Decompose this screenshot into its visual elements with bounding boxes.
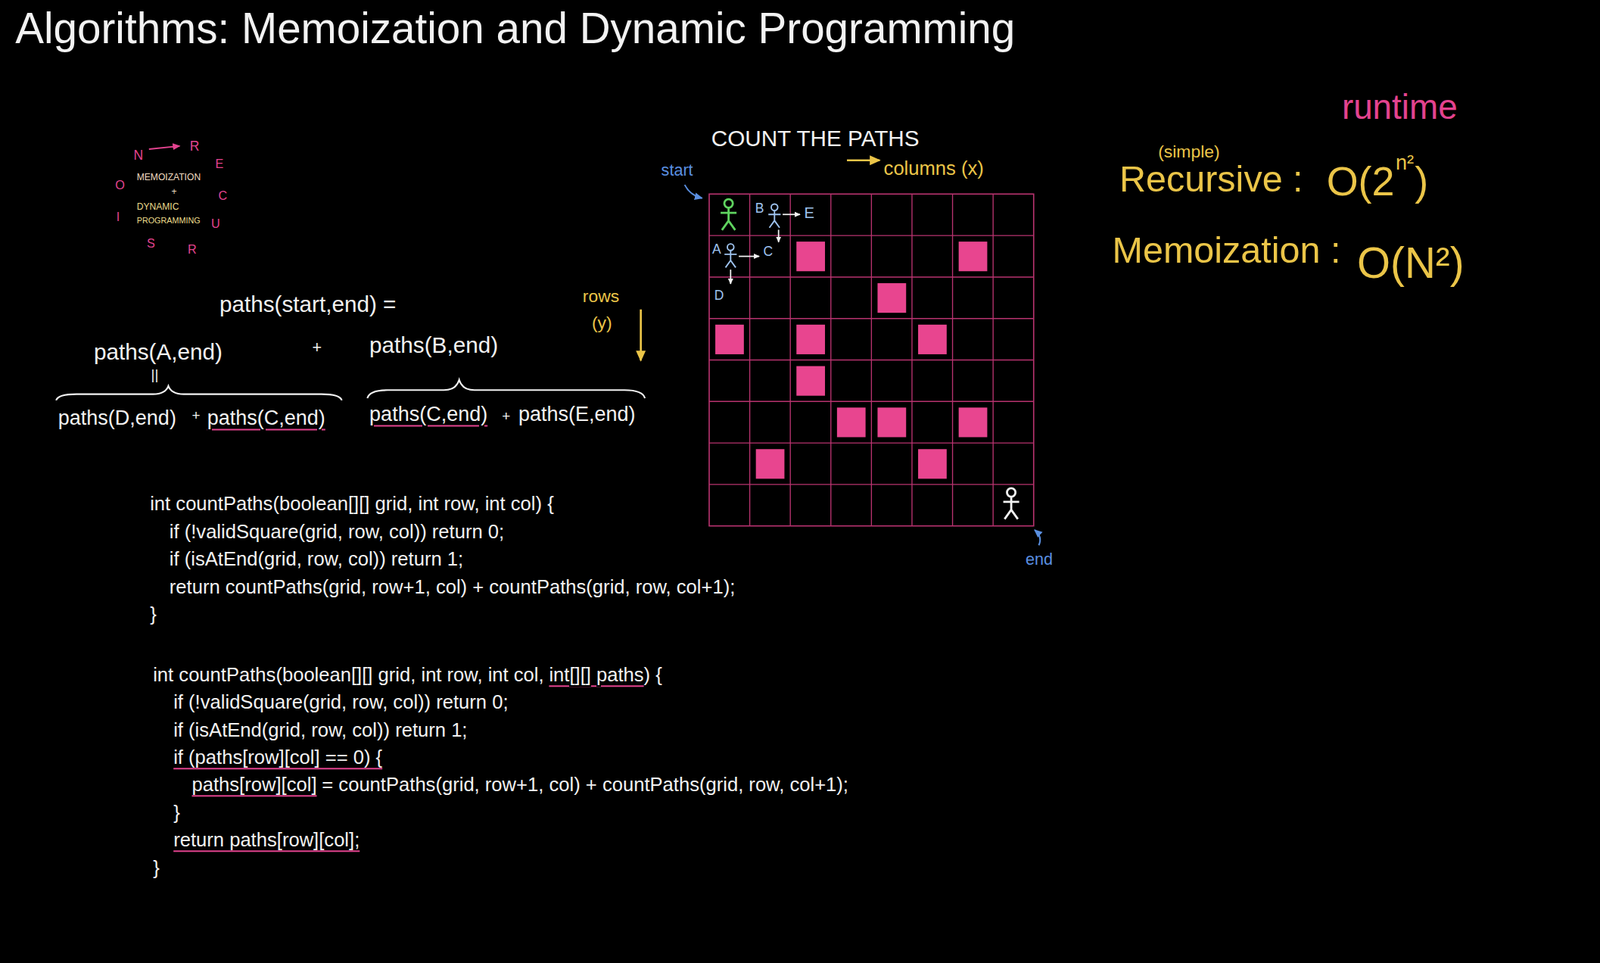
blocked-cell	[796, 366, 825, 396]
formula-text: +	[501, 407, 511, 425]
complexity-text: )	[1414, 158, 1429, 206]
code-line: }	[152, 856, 160, 879]
cell-letter: A	[712, 241, 722, 257]
logo-text: MEMOIZATION	[136, 172, 201, 184]
brace	[56, 385, 343, 401]
figure-body	[1003, 496, 1020, 519]
stick-figure	[724, 243, 737, 268]
figure-head	[1006, 488, 1015, 497]
blocked-cell	[756, 448, 785, 479]
brace	[367, 379, 645, 399]
formula-text: paths(E,end)	[518, 402, 636, 427]
grid-lines	[709, 193, 1034, 526]
stick-figure	[1003, 488, 1020, 520]
code-line: = countPaths(grid, row+1, col) + countPa…	[321, 774, 849, 797]
logo-text: PROGRAMMING	[136, 215, 201, 225]
code-line: if (!validSquare(grid, row, col)) return…	[173, 691, 508, 713]
axis-label: rows	[582, 286, 620, 306]
cell-letter: E	[803, 204, 814, 222]
figure-head	[724, 199, 733, 208]
code-line: if (paths[row][col] == 0) {	[173, 746, 383, 769]
code-line: if (isAtEnd(grid, row, col)) return 1;	[173, 719, 467, 741]
figure-head	[771, 204, 779, 212]
grid-title: COUNT THE PATHS	[711, 125, 920, 152]
move-arrow	[782, 213, 800, 215]
complexity-text: O(N²)	[1357, 238, 1464, 288]
complexity-text: Memoization :	[1112, 229, 1342, 272]
stick-figure	[720, 199, 737, 231]
logo-letter: I	[116, 209, 121, 225]
complexity-text: O(2	[1326, 158, 1395, 206]
logo-text: +	[171, 186, 178, 198]
cell-letter: B	[755, 200, 765, 216]
end-arrow	[1034, 529, 1040, 545]
code-line: if (!validSquare(grid, row, col)) return…	[169, 520, 505, 543]
logo-letter: O	[115, 177, 125, 193]
formula-text: paths(C,end)	[207, 406, 326, 430]
title: Algorithms: Memoization and Dynamic Prog…	[15, 3, 1015, 53]
formula-text: paths(B,end)	[369, 332, 499, 358]
start-label: start	[661, 161, 694, 181]
formula-text: +	[192, 407, 201, 424]
logo-letter: C	[218, 187, 228, 203]
logo-letter: S	[146, 236, 156, 251]
code-line: paths[row][col]	[192, 774, 318, 797]
figure-body	[724, 250, 737, 268]
move-arrow	[778, 229, 780, 242]
logo-letter: R	[187, 242, 197, 257]
blocked-cell	[796, 241, 825, 271]
blocked-cell	[837, 407, 866, 437]
formula-text: paths(D,end)	[58, 406, 177, 430]
code-line: }	[149, 603, 157, 626]
move-arrow	[738, 255, 760, 258]
code-line: int countPaths(boolean[][] grid, int row…	[152, 663, 544, 686]
grid-border	[709, 193, 1034, 526]
complexity-text: n²	[1395, 151, 1414, 175]
start-arrow	[684, 184, 703, 199]
cell-letter: C	[763, 243, 774, 259]
blocked-cell	[958, 241, 988, 271]
figure-body	[768, 210, 781, 228]
logo-letter: N	[133, 147, 144, 163]
complexity-text: Recursive :	[1119, 158, 1304, 202]
formula-text: ||	[151, 366, 159, 383]
rows-arrow	[639, 309, 642, 361]
code-line: return paths[row][col];	[173, 828, 360, 851]
logo-arrow	[149, 146, 180, 150]
code-line: return countPaths(grid, row+1, col) + co…	[169, 575, 736, 598]
figure-head	[727, 243, 735, 251]
blocked-cell	[796, 324, 825, 355]
end-label: end	[1025, 550, 1053, 570]
cell-letter: D	[714, 287, 725, 303]
blocked-cell	[918, 448, 947, 479]
logo-letter: R	[189, 138, 200, 154]
figure-body	[720, 207, 737, 230]
formula-text: +	[312, 337, 323, 357]
blocked-cell	[918, 324, 947, 355]
logo-letter: U	[211, 216, 221, 231]
stick-figure	[768, 204, 781, 228]
columns-arrow	[846, 158, 880, 162]
axis-label: columns (x)	[884, 157, 984, 180]
blocked-cell	[958, 407, 988, 437]
code-line: if (isAtEnd(grid, row, col)) return 1;	[169, 547, 464, 570]
formula-text: paths(A,end)	[93, 339, 223, 365]
blocked-cells	[715, 241, 987, 479]
logo-letter: E	[215, 155, 225, 171]
logo-text: DYNAMIC	[136, 202, 180, 213]
formula-text: paths(C,end)	[369, 402, 488, 427]
blocked-cell	[715, 324, 744, 355]
code-line: }	[173, 801, 181, 824]
move-arrow	[729, 269, 732, 284]
axis-label: (y)	[591, 312, 613, 333]
blocked-cell	[877, 283, 906, 313]
complexity-text: (simple)	[1157, 140, 1220, 161]
code-line: int countPaths(boolean[][] grid, int row…	[149, 493, 555, 516]
blocked-cell	[877, 407, 906, 437]
formula-text: paths(start,end) =	[219, 291, 397, 318]
runtime-heading: runtime	[1341, 87, 1458, 128]
code-line: int[][] paths	[548, 663, 644, 686]
code-line: ) {	[644, 663, 663, 686]
